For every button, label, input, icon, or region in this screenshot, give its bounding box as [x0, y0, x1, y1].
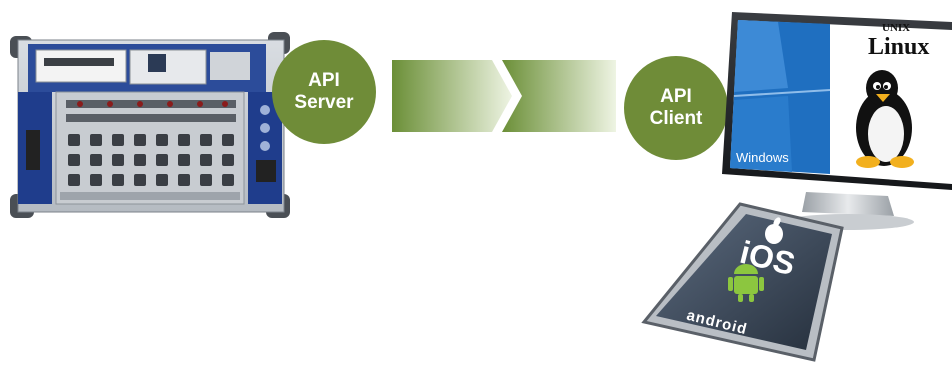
mobile-phone	[641, 202, 844, 362]
unix-label: UNIX	[882, 22, 911, 34]
flow-arrow-left-segment	[392, 60, 512, 132]
apple-icon	[765, 217, 783, 244]
android-robot-icon	[728, 264, 764, 302]
api-client-badge: API Client	[624, 56, 728, 160]
flow-arrow	[392, 60, 616, 132]
api-server-line2: Server	[294, 92, 354, 113]
api-server-line1: API	[308, 70, 340, 91]
windows-label: Windows	[736, 150, 789, 165]
flow-arrow-right-segment	[502, 60, 616, 132]
desktop-monitor	[722, 12, 952, 230]
api-server-badge: API Server	[272, 40, 376, 144]
tux-penguin-icon	[856, 70, 914, 168]
api-client-line2: Client	[649, 108, 703, 129]
linux-label: Linux	[868, 34, 930, 60]
data-acquisition-device	[10, 32, 290, 218]
api-client-line1: API	[660, 86, 692, 107]
